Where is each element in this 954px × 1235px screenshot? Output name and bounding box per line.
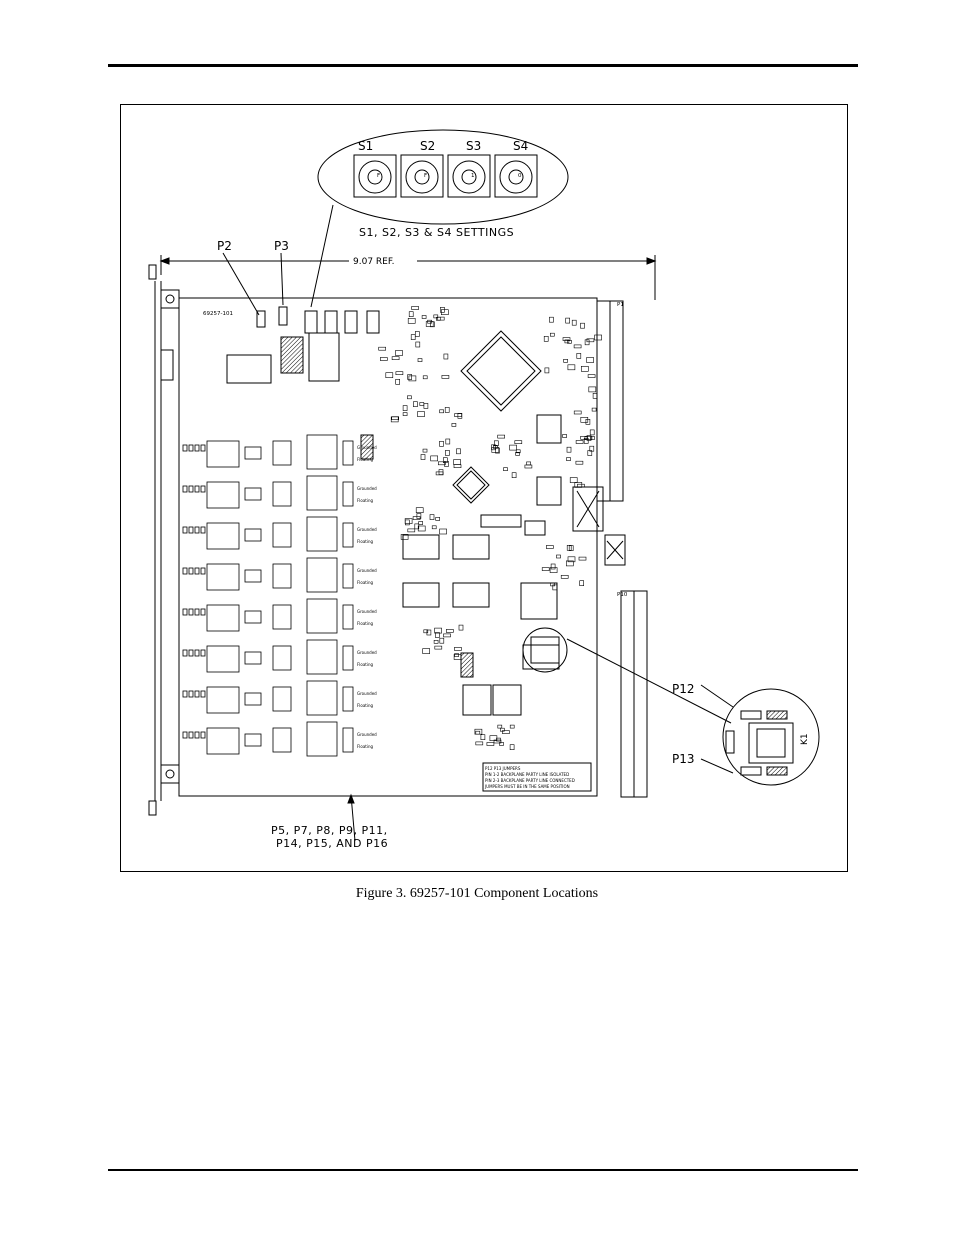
jumper-header [342, 604, 354, 630]
line-interface-block [206, 481, 240, 509]
jumper-header [342, 727, 354, 753]
line-resistor-pack [272, 522, 292, 548]
jumper-option-floating: Floating [357, 744, 374, 749]
line-transformer [306, 475, 338, 511]
line-interface-chip [244, 651, 262, 665]
switch-settings-label: S1, S2, S3 & S4 SETTINGS [359, 226, 514, 239]
jumper-option-grounded: Grounded [357, 445, 377, 450]
jumper-header [342, 440, 354, 466]
note-line-3: PIN 2-3 BACKPLANE PARTY LINE CONNECTED [485, 778, 575, 783]
figure-frame: S1 S2 S3 S4 F F 1 0 S1, S2, S3 & S4 SETT… [120, 104, 848, 872]
rotary-switch-s2 [400, 154, 444, 198]
jumper-option-grounded: Grounded [357, 527, 377, 532]
header-rule [108, 64, 858, 67]
connector-p10-label: P10 [617, 592, 628, 598]
line-interface-block [206, 563, 240, 591]
jumper-option-grounded: Grounded [357, 650, 377, 655]
jumper-option-floating: Floating [357, 457, 374, 462]
switch-position-s3: 1 [471, 173, 475, 179]
line-resistor-pack [272, 563, 292, 589]
line-interface-chip [244, 733, 262, 747]
jumper-option-grounded: Grounded [357, 732, 377, 737]
jumper-option-floating: Floating [357, 621, 374, 626]
note-line-1: P12 P13 JUMPERS [485, 766, 521, 771]
line-interface-block [206, 604, 240, 632]
jumper-option-grounded: Grounded [357, 486, 377, 491]
rotary-switch-s1 [353, 154, 397, 198]
line-resistor-pack [272, 727, 292, 753]
line-transformer [306, 434, 338, 470]
circuit-board-outline [178, 297, 598, 797]
figure-caption: Figure 3. 69257-101 Component Locations [355, 886, 599, 901]
switch-position-s4: 0 [518, 173, 522, 179]
line-interface-chip [244, 692, 262, 706]
jumper-option-grounded: Grounded [357, 691, 377, 696]
switch-settings-ellipse [317, 129, 569, 225]
jumper-option-floating: Floating [357, 703, 374, 708]
line-interface-block [206, 522, 240, 550]
switch-label-s1: S1 [358, 139, 373, 153]
switch-position-s2: F [424, 173, 427, 179]
line-interface-chip [244, 446, 262, 460]
jumper-header [342, 686, 354, 712]
rotary-switch-s4 [494, 154, 538, 198]
line-resistor-pack [272, 604, 292, 630]
rotary-switch-s3 [447, 154, 491, 198]
medium-qfp-chip [452, 466, 490, 504]
dimension-label: 9.07 REF. [353, 257, 394, 267]
line-interface-chip [244, 610, 262, 624]
note-line-4: JUMPERS MUST BE IN THE SAME POSITION [484, 784, 570, 789]
line-transformer [306, 639, 338, 675]
line-resistor-pack [272, 481, 292, 507]
callout-p13: P13 [672, 752, 695, 766]
board-part-number: 69257-101 [203, 311, 233, 317]
jumper-option-grounded: Grounded [357, 609, 377, 614]
relay-k1-label: K1 [800, 733, 810, 745]
line-interface-chip [244, 569, 262, 583]
board-diagram: S1 S2 S3 S4 F F 1 0 S1, S2, S3 & S4 SETT… [148, 129, 820, 850]
settings-leader-line [310, 204, 334, 308]
jumper-header [342, 645, 354, 671]
callout-p3: P3 [274, 239, 289, 253]
switch-label-s2: S2 [420, 139, 435, 153]
line-interface-block [206, 727, 240, 755]
jumper-option-floating: Floating [357, 539, 374, 544]
line-interface-block [206, 686, 240, 714]
switch-position-s1: F [377, 173, 380, 179]
jumper-header [342, 522, 354, 548]
relay-k1-board-circle [522, 627, 568, 673]
callout-p12: P12 [672, 682, 695, 696]
k1-detail-circle [722, 688, 820, 786]
line-transformer [306, 516, 338, 552]
callout-p2: P2 [217, 239, 232, 253]
jumper-header [342, 563, 354, 589]
jumper-option-floating: Floating [357, 662, 374, 667]
line-interface-chip [244, 528, 262, 542]
jumper-option-floating: Floating [357, 580, 374, 585]
line-resistor-pack [272, 645, 292, 671]
switch-label-s3: S3 [466, 139, 481, 153]
switch-label-s4: S4 [513, 139, 528, 153]
line-interface-block [206, 645, 240, 673]
line-transformer [306, 598, 338, 634]
line-transformer [306, 680, 338, 716]
jumper-option-grounded: Grounded [357, 568, 377, 573]
jumper-header [342, 481, 354, 507]
line-transformer [306, 557, 338, 593]
line-interface-chip [244, 487, 262, 501]
k1-leader-line [566, 638, 732, 724]
line-resistor-pack [272, 440, 292, 466]
jumper-option-floating: Floating [357, 498, 374, 503]
large-qfp-chip [460, 330, 542, 412]
connector-p1-label: P1 [617, 302, 624, 308]
callout-bottom-line-2: P14, P15, AND P16 [276, 837, 388, 850]
callout-bottom-line-1: P5, P7, P8, P9, P11, [271, 824, 388, 837]
footer-rule [108, 1169, 858, 1171]
line-transformer [306, 721, 338, 757]
line-resistor-pack [272, 686, 292, 712]
note-line-2: PIN 1-2 BACKPLANE PARTY LINE ISOLATED [485, 772, 569, 777]
jumper-note-box [482, 762, 592, 792]
line-interface-block [206, 440, 240, 468]
